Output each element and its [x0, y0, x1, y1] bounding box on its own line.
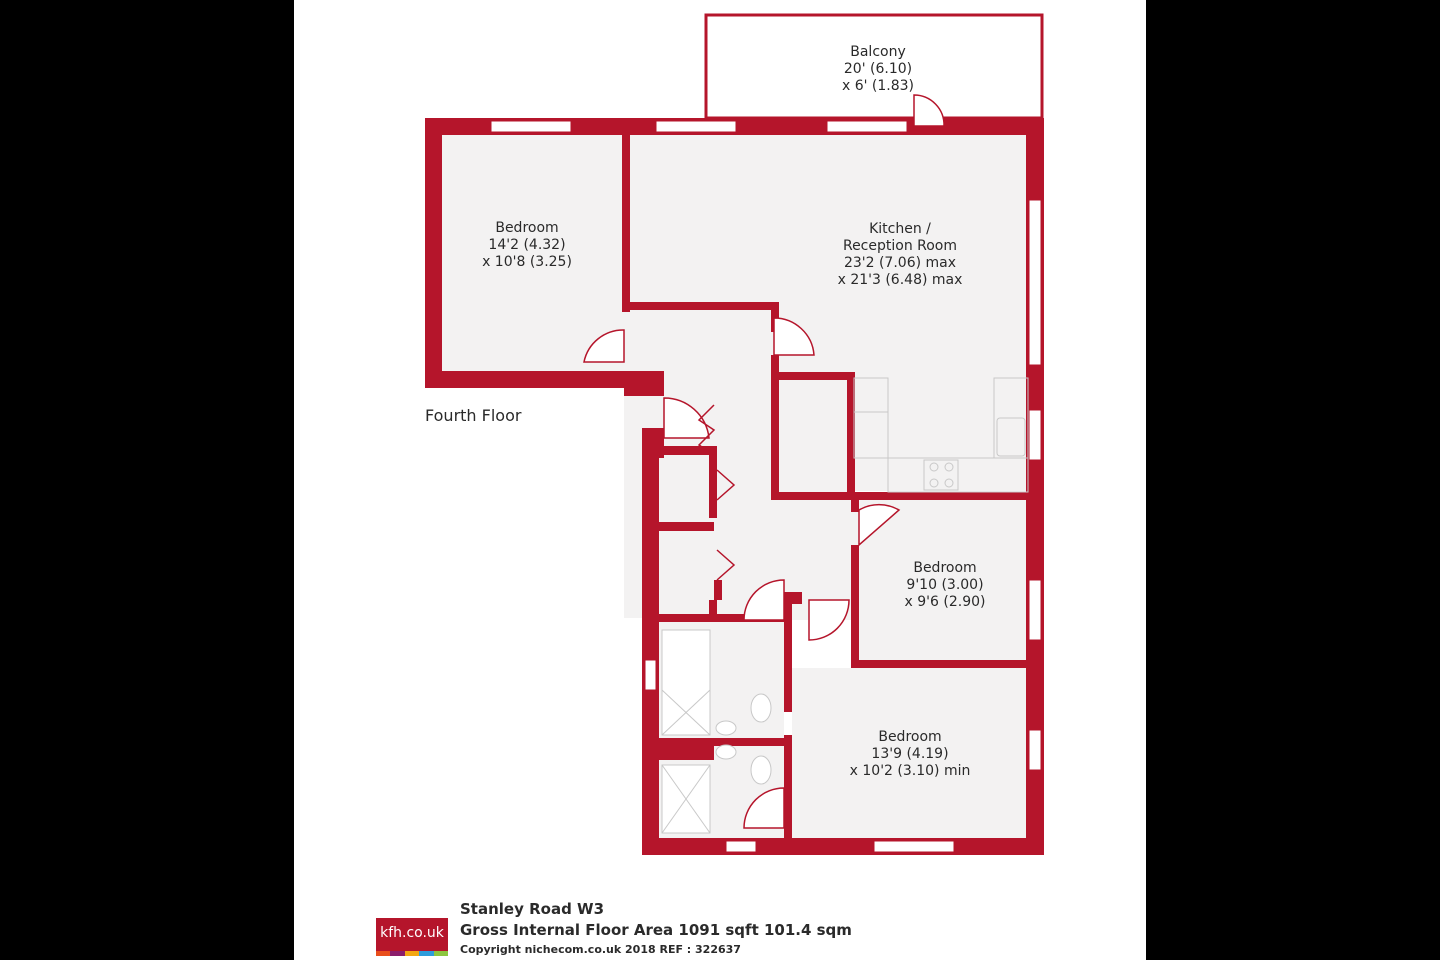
logo-text: kfh.co.uk — [380, 925, 444, 941]
bedroom-2-label: Bedroom 9'10 (3.00) x 9'6 (2.90) — [905, 560, 986, 611]
balcony-outline — [704, 13, 1044, 120]
bedroom-3-label: Bedroom 13'9 (4.19) x 10'2 (3.10) min — [850, 729, 971, 780]
room-name: Bedroom — [495, 220, 559, 236]
copyright-notice: Copyright nichecom.co.uk 2018 REF : 3226… — [460, 943, 741, 956]
floorplan-canvas: Balcony 20' (6.10) x 6' (1.83) Kitchen /… — [294, 0, 1146, 960]
room-dimension: 13'9 (4.19) — [871, 746, 949, 762]
balcony-door — [913, 94, 945, 127]
room-dimension: 20' (6.10) — [843, 61, 913, 77]
stripe-segment — [433, 951, 449, 956]
room-dimension: x 10'8 (3.25) — [482, 254, 572, 270]
room-name: Reception Room — [842, 238, 958, 254]
stripe-segment — [404, 951, 420, 956]
room-name: Bedroom — [913, 560, 977, 576]
stripe-segment — [419, 951, 434, 956]
storage-floor — [651, 455, 714, 618]
balcony-label: Balcony 20' (6.10) x 6' (1.83) — [842, 44, 914, 95]
wardrobe-floor — [778, 376, 848, 491]
room-dimension: x 9'6 (2.90) — [904, 594, 986, 610]
floor-area: Gross Internal Floor Area 1091 sqft 101.… — [460, 921, 852, 939]
floor-name: Fourth Floor — [425, 406, 522, 425]
property-address: Stanley Road W3 — [460, 900, 605, 918]
footer-text: Stanley Road W3 Gross Internal Floor Are… — [460, 899, 852, 959]
bedroom-1-label: Bedroom 14'2 (4.32) x 10'8 (3.25) — [482, 220, 572, 271]
room-dimension: x 21'3 (6.48) max — [837, 272, 963, 288]
room-dimension: 14'2 (4.32) — [488, 237, 566, 253]
bedroom-2-floor — [854, 498, 1031, 660]
room-dimension: x 10'2 (3.10) min — [849, 763, 971, 779]
stripe-segment — [390, 951, 405, 956]
room-name: Bedroom — [878, 729, 942, 745]
kfh-logo[interactable]: kfh.co.uk — [376, 918, 449, 956]
room-name: Kitchen / — [869, 221, 931, 237]
room-dimension: 23'2 (7.06) max — [843, 255, 957, 271]
bedroom-3-floor — [792, 668, 1031, 846]
bedroom-1-floor — [434, 126, 624, 378]
stripe-segment — [376, 951, 391, 956]
room-name: Balcony — [850, 44, 906, 60]
room-dimension: 9'10 (3.00) — [906, 577, 984, 593]
kitchen-reception-label: Kitchen / Reception Room 23'2 (7.06) max… — [838, 221, 963, 289]
room-dimension: x 6' (1.83) — [841, 78, 915, 94]
floorplan-drawing — [425, 13, 1044, 855]
logo-stripe — [376, 951, 449, 956]
